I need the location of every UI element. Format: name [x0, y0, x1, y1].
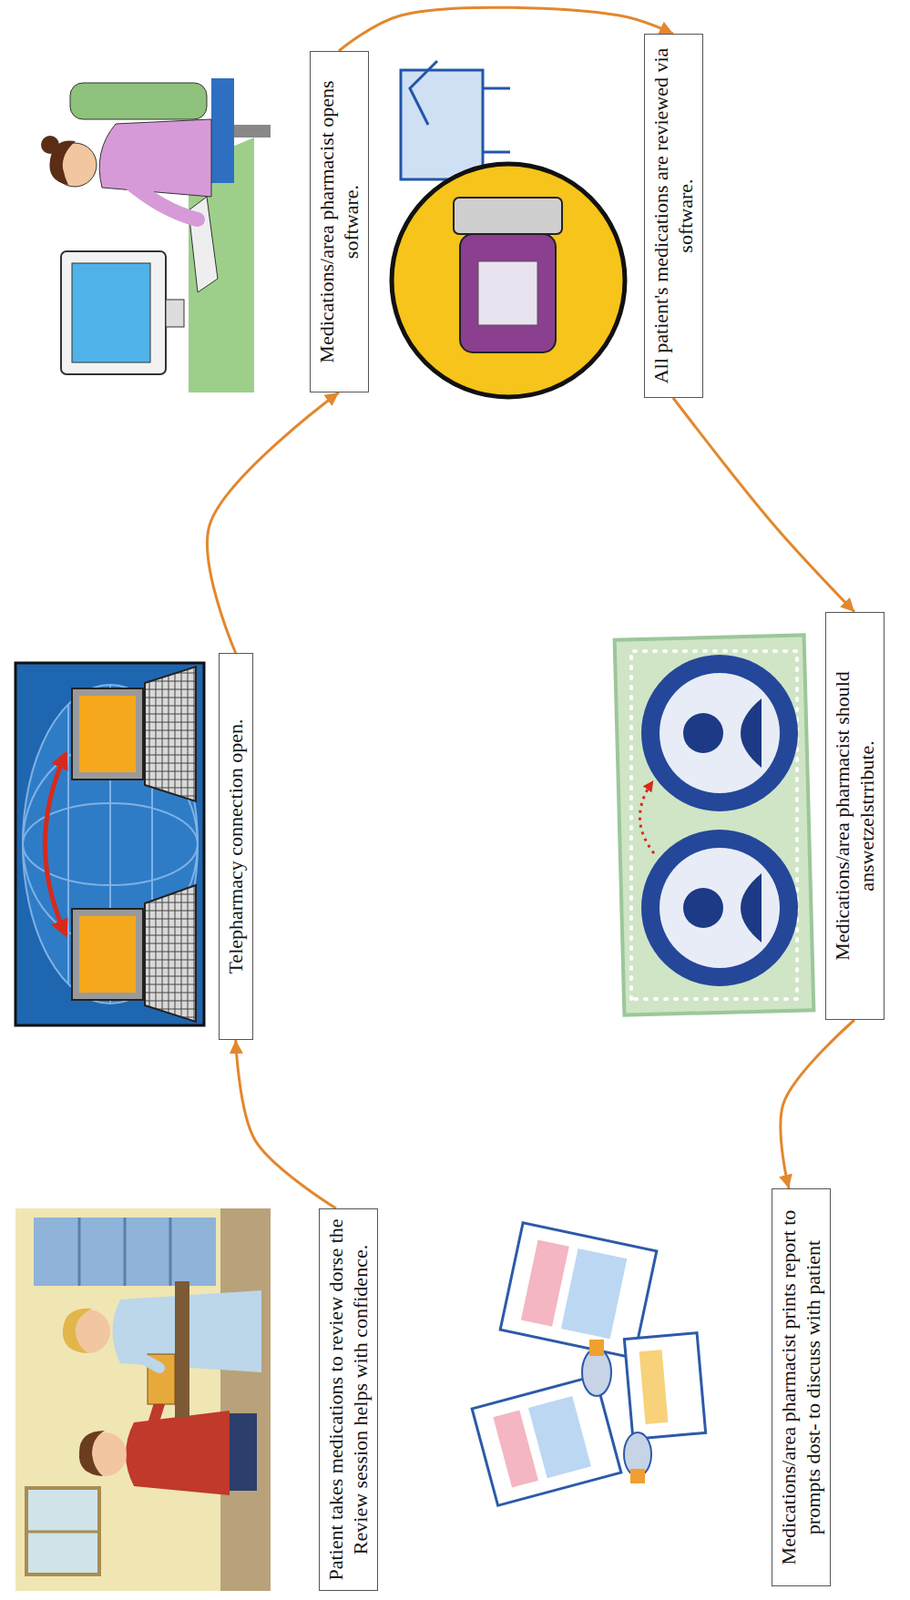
video-call-image-part: [683, 888, 724, 929]
box-text: Patient takes medications to review dors…: [323, 1218, 374, 1582]
flow-arrow: [338, 7, 674, 52]
video-call-image-part: [659, 673, 780, 794]
flow-arrow: [673, 398, 855, 613]
telepharmacy-image-part: [144, 885, 196, 1023]
pill-bottle-image-part: [453, 197, 563, 235]
box-text: Telepharmacy connection open.: [223, 663, 249, 1031]
patient-scene-part: [123, 1217, 127, 1287]
flow-arrow: [780, 1020, 855, 1189]
telepharmacy-image-part: [71, 909, 144, 1001]
report-papers-image-part-part: [623, 1333, 706, 1441]
video-call-image-part: [740, 873, 762, 943]
pharmacist-computer-image-part: [124, 178, 198, 220]
patient-scene-part: [26, 1488, 100, 1575]
patient-scene-part: [125, 1411, 230, 1496]
telepharmacy-image: [15, 663, 205, 1026]
pharmacist-computer-image-part: [70, 82, 207, 120]
patient-scene-part: [169, 1217, 173, 1287]
report-papers-image-part-part: [521, 1240, 570, 1328]
telepharmacy-image-part: [79, 695, 136, 773]
pill-bottle-image-part: [460, 234, 556, 353]
telepharmacy-image-part: [15, 663, 205, 1026]
patient-scene-part: [33, 1217, 216, 1287]
box-text: Medications/area pharmacist prints repor…: [776, 1198, 827, 1577]
pill-bottle-image-part: [482, 87, 511, 91]
video-call-image-part: [639, 782, 655, 854]
pharmacist-computer-image: [40, 78, 271, 393]
report-papers-image: [471, 1223, 706, 1507]
patient-scene-part: [143, 1359, 160, 1369]
process-box: Medications/area pharmacist opens softwa…: [309, 51, 369, 393]
pharmacist-computer-image-part: [71, 263, 151, 363]
telepharmacy-image-part: [45, 754, 67, 935]
video-call-image-part: [683, 713, 724, 754]
process-box: All patient's medications are reviewed v…: [644, 33, 704, 399]
patient-scene: [15, 1208, 271, 1592]
pill-bottle-image-part: [478, 261, 538, 326]
pharmacist-computer-image-part: [40, 135, 60, 154]
telepharmacy-image-part: [79, 916, 136, 993]
patient-scene-part: [220, 1208, 271, 1592]
pill-bottle-image-part: [409, 61, 438, 125]
video-call-image-part: [740, 698, 762, 768]
process-box: Patient takes medications to review dors…: [318, 1208, 379, 1592]
telepharmacy-image-part: [71, 688, 144, 780]
box-text: Medications/area pharmacist opens softwa…: [314, 61, 365, 383]
process-box: Medications/area pharmacist should answe…: [825, 612, 885, 1021]
patient-scene-part: [15, 1208, 271, 1592]
patient-scene-part: [78, 1217, 82, 1287]
report-papers-image-part-part: [528, 1396, 592, 1479]
report-papers-image-part-part: [639, 1349, 669, 1425]
report-papers-image-part: [623, 1333, 706, 1441]
flow-arrow: [207, 392, 339, 654]
pharmacist-computer-image-part: [61, 251, 166, 375]
patient-scene-part: [79, 1431, 105, 1477]
patient-scene-part: [26, 1531, 100, 1534]
process-box: Telepharmacy connection open.: [218, 653, 254, 1041]
box-text: Medications/area pharmacist should answe…: [829, 622, 880, 1011]
report-papers-image-part-part: [561, 1248, 628, 1340]
pill-bottle-image-part: [482, 151, 511, 154]
patient-scene-part: [174, 1281, 190, 1419]
pill-bottle-image: [391, 61, 625, 398]
video-call-image-part: [614, 634, 815, 1015]
pharmacist-computer-image-part: [99, 119, 212, 197]
pharmacist-computer-image-part: [165, 299, 185, 328]
report-papers-image-part: [589, 1339, 604, 1357]
telepharmacy-image-part: [67, 704, 70, 985]
box-text: All patient's medications are reviewed v…: [648, 43, 699, 389]
pharmacist-computer-image-part: [234, 124, 271, 138]
pharmacist-computer-image-part: [211, 78, 235, 184]
telepharmacy-image-part: [144, 666, 196, 802]
flow-arrow: [235, 1040, 337, 1209]
video-call-image-part: [659, 848, 780, 969]
video-call-image-part: [641, 654, 798, 812]
process-box: Medications/area pharmacist prints repor…: [771, 1188, 831, 1587]
pill-bottle-image-part: [391, 163, 625, 398]
video-call-image-part: [641, 829, 798, 987]
patient-scene-part: [229, 1413, 257, 1492]
video-call-image-part: [631, 651, 798, 1000]
report-papers-image-part: [630, 1469, 645, 1484]
report-papers-image-part-part: [492, 1411, 539, 1489]
patient-scene-part: [62, 1308, 93, 1354]
video-call-image: [614, 634, 815, 1015]
